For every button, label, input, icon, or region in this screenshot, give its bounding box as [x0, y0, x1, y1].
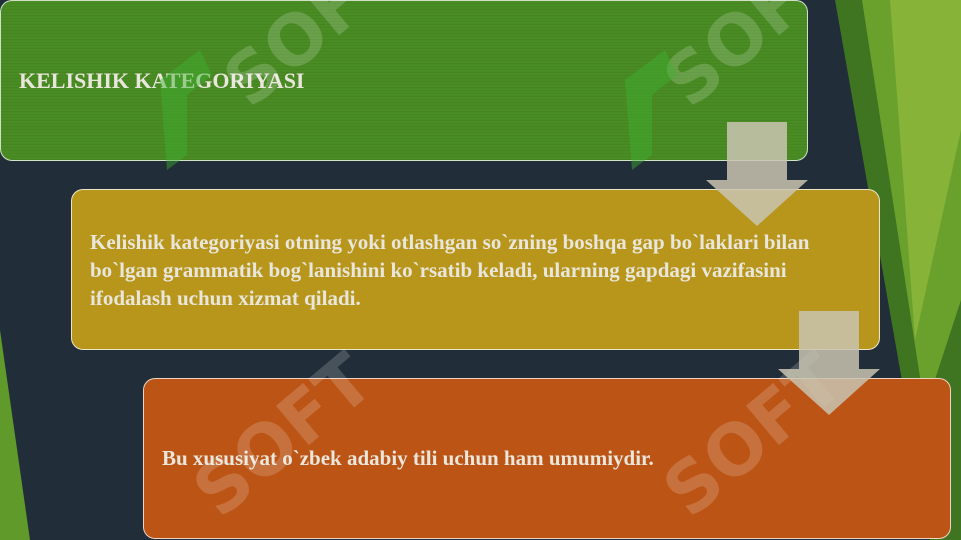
green-stripe-left: [0, 330, 30, 540]
green-stripe-right-pale: [890, 0, 961, 340]
down-arrow-icon-2: [778, 311, 880, 415]
step2-text: Kelishik kategoriyasi otning yoki otlash…: [90, 229, 810, 310]
step3-text: Bu xususiyat o`zbek adabiy tili uchun ha…: [162, 446, 654, 470]
step1-text: KELISHIK KATEGORIYASI: [19, 67, 305, 93]
step3-box: Bu xususiyat o`zbek adabiy tili uchun ha…: [143, 378, 951, 539]
down-arrow-icon-1: [706, 122, 808, 226]
step2-box: Kelishik kategoriyasi otning yoki otlash…: [71, 189, 880, 350]
step1-box: KELISHIK KATEGORIYASI: [0, 0, 808, 161]
